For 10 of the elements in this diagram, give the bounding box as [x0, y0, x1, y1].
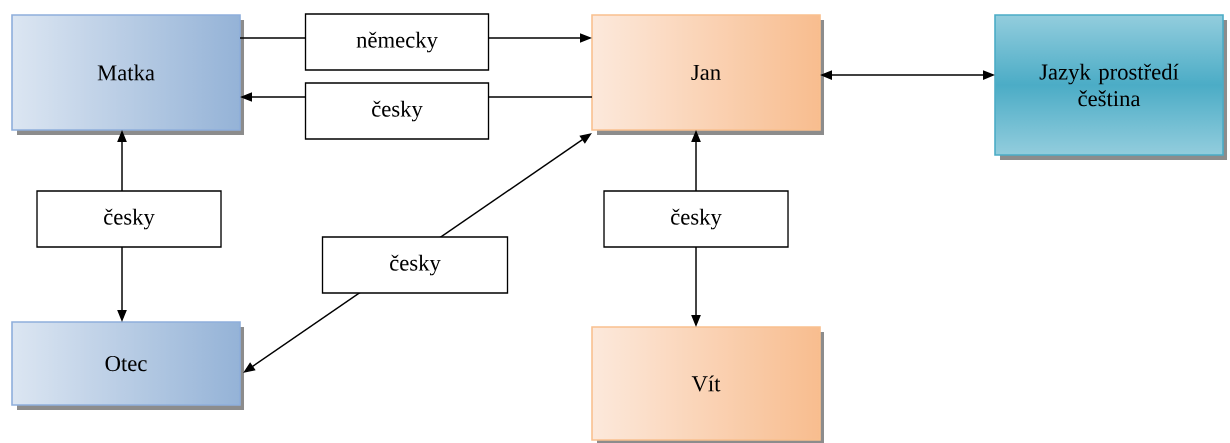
process-box: Jazyk prostředí čeština: [994, 14, 1227, 160]
edge-label: česky: [304, 82, 490, 140]
process-box: Jan: [591, 14, 824, 135]
edge-label: česky: [603, 190, 789, 248]
edge-label: německy: [304, 13, 490, 71]
process-box: Otec: [11, 321, 244, 410]
process-box: Matka: [11, 14, 244, 135]
process-box: Vít: [591, 326, 824, 443]
edge-label: česky: [321, 236, 509, 294]
edge-label: česky: [36, 190, 222, 248]
